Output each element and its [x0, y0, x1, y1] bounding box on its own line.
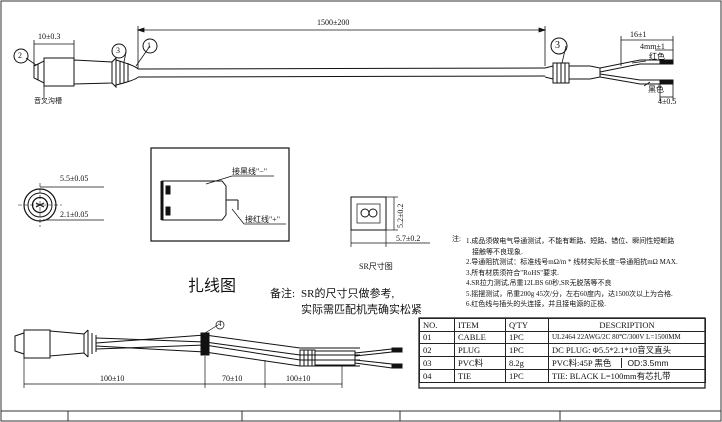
sr-view: [350, 196, 430, 247]
bom-cell-qty: 8.2g: [505, 356, 549, 371]
tie-cable-view: [14, 320, 403, 369]
sr-caption: SR尺寸图: [359, 262, 393, 271]
balloon-3b-label: 3: [555, 40, 560, 51]
bom-header-row: NO. ITEM Q'TY DESCRIPTION: [419, 318, 706, 332]
balloons-top: [13, 37, 568, 64]
remark-line-2: 实际需匹配机壳确实松紧: [301, 304, 422, 316]
note-line: 6.红色线与插头的头连接，并且接电源的正极.: [466, 300, 606, 308]
plug-end-view: [18, 183, 104, 227]
bom-cell-qty: 1PC: [505, 343, 549, 358]
bom-cell-item: PVC料: [454, 356, 506, 371]
dim-tie-end: 100±10: [286, 374, 311, 383]
tie-section-title: 扎线图: [188, 278, 237, 295]
remark-prefix: 备注:: [270, 288, 296, 300]
label-red-wire-connection: 接红线"+": [245, 215, 281, 224]
bom-cell-no: 04: [419, 369, 455, 384]
label-fork-groove: 音叉沟槽: [34, 97, 62, 105]
bom-row: 03 PVC料 8.2g PVC料:45P 黑色 OD:3.5mm: [419, 356, 706, 371]
note-line: 接触等不良现象.: [472, 247, 523, 256]
bom-cell-no: 01: [419, 330, 455, 345]
bom-header-cell: DESCRIPTION: [548, 318, 706, 332]
bom-row: 02 PLUG 1PC DC PLUG: Φ5.5*2.1*10音叉直头: [419, 343, 706, 358]
bom-row: 04 TIE 1PC TIE: BLACK L=100mm有芯扎带: [419, 369, 706, 384]
note-line: 4.SR拉力测试,吊重12LBS 60秒,SR无脱落等不良: [466, 279, 612, 287]
note-line: 5.摇摆测试，吊重200g 45次/分，左右60度内，达1500次以上为合格.: [466, 289, 673, 298]
remark-line-1: SR的尺寸只做参考,: [301, 288, 395, 300]
bom-table: NO. ITEM Q'TY DESCRIPTION 01 CABLE 1PC U…: [419, 318, 706, 384]
label-black-wire: 黑色: [648, 85, 664, 94]
bom-header-cell: ITEM: [454, 318, 506, 332]
label-red-wire: 红色: [649, 52, 665, 61]
bom-cell-desc: DC PLUG: Φ5.5*2.1*10音叉直头: [548, 343, 706, 358]
top-cable-assembly: [33, 56, 674, 89]
balloon-1-label: 1: [147, 41, 151, 50]
dim-inner-diameter: 2.1±0.05: [60, 210, 89, 219]
bom-header-cell: NO.: [419, 318, 455, 332]
dim-sr-width: 5.7±0.2: [396, 234, 421, 243]
dim-overall-length: 1500±200: [317, 18, 350, 27]
dim-tin-length: 4±0.5: [658, 97, 677, 106]
bom-cell-item: CABLE: [454, 330, 506, 345]
dim-outer-diameter: 5.5±0.05: [60, 174, 89, 183]
bom-cell-item: TIE: [454, 369, 506, 384]
plug-section-view: [150, 147, 290, 242]
dim-strip-length: 16±1: [630, 30, 647, 39]
bom-row: 01 CABLE 1PC UL2464 22AWG/2C 80℃/300V L=…: [419, 330, 706, 345]
bom-header-cell: Q'TY: [505, 318, 549, 332]
bom-cell-desc: UL2464 22AWG/2C 80℃/300V L=1500MM: [548, 330, 706, 345]
notes-prefix: 注:: [452, 235, 461, 243]
bom-cell-desc: PVC料:45P 黑色 OD:3.5mm: [548, 356, 706, 371]
balloon-3-label: 3: [116, 46, 120, 55]
dim-tie-spacing: 70±10: [222, 374, 243, 383]
note-line: 1.成品须做电气导通测试，不能有断路、短路、错位、瞬间性短断路: [466, 237, 675, 245]
bom-cell-qty: 1PC: [505, 330, 549, 345]
bom-cell-no: 02: [419, 343, 455, 358]
balloon-2-label: 2: [18, 51, 22, 60]
dim-sr-height: 5.2±0.2: [396, 203, 405, 228]
bom-desc-material: PVC料:45P 黑色: [552, 358, 612, 369]
notes-block: 1.成品须做电气导通测试，不能有断路、短路、错位、瞬间性短断路 接触等不良现象.…: [466, 236, 678, 310]
dim-tip-length: 10±0.3: [38, 32, 61, 41]
note-line: 2.导通阻抗测试：标准线号mΩ/m * 线材实际长度=导通阻抗mΩ MAX.: [466, 258, 678, 266]
bom-desc-od: OD:3.5mm: [621, 358, 669, 369]
dim-inner-strip: 4mm±1: [640, 42, 665, 51]
label-black-wire-connection: 接黑线"−": [232, 167, 268, 176]
dim-tie-position: 100±10: [100, 374, 125, 383]
balloon-4-label: 4: [218, 320, 222, 328]
bom-cell-item: PLUG: [454, 343, 506, 358]
bom-cell-qty: 1PC: [505, 369, 549, 384]
bom-cell-desc: TIE: BLACK L=100mm有芯扎带: [548, 369, 706, 384]
note-line: 3.所有材质须符合"RoHS"要求.: [466, 268, 559, 277]
bom-cell-no: 03: [419, 356, 455, 371]
